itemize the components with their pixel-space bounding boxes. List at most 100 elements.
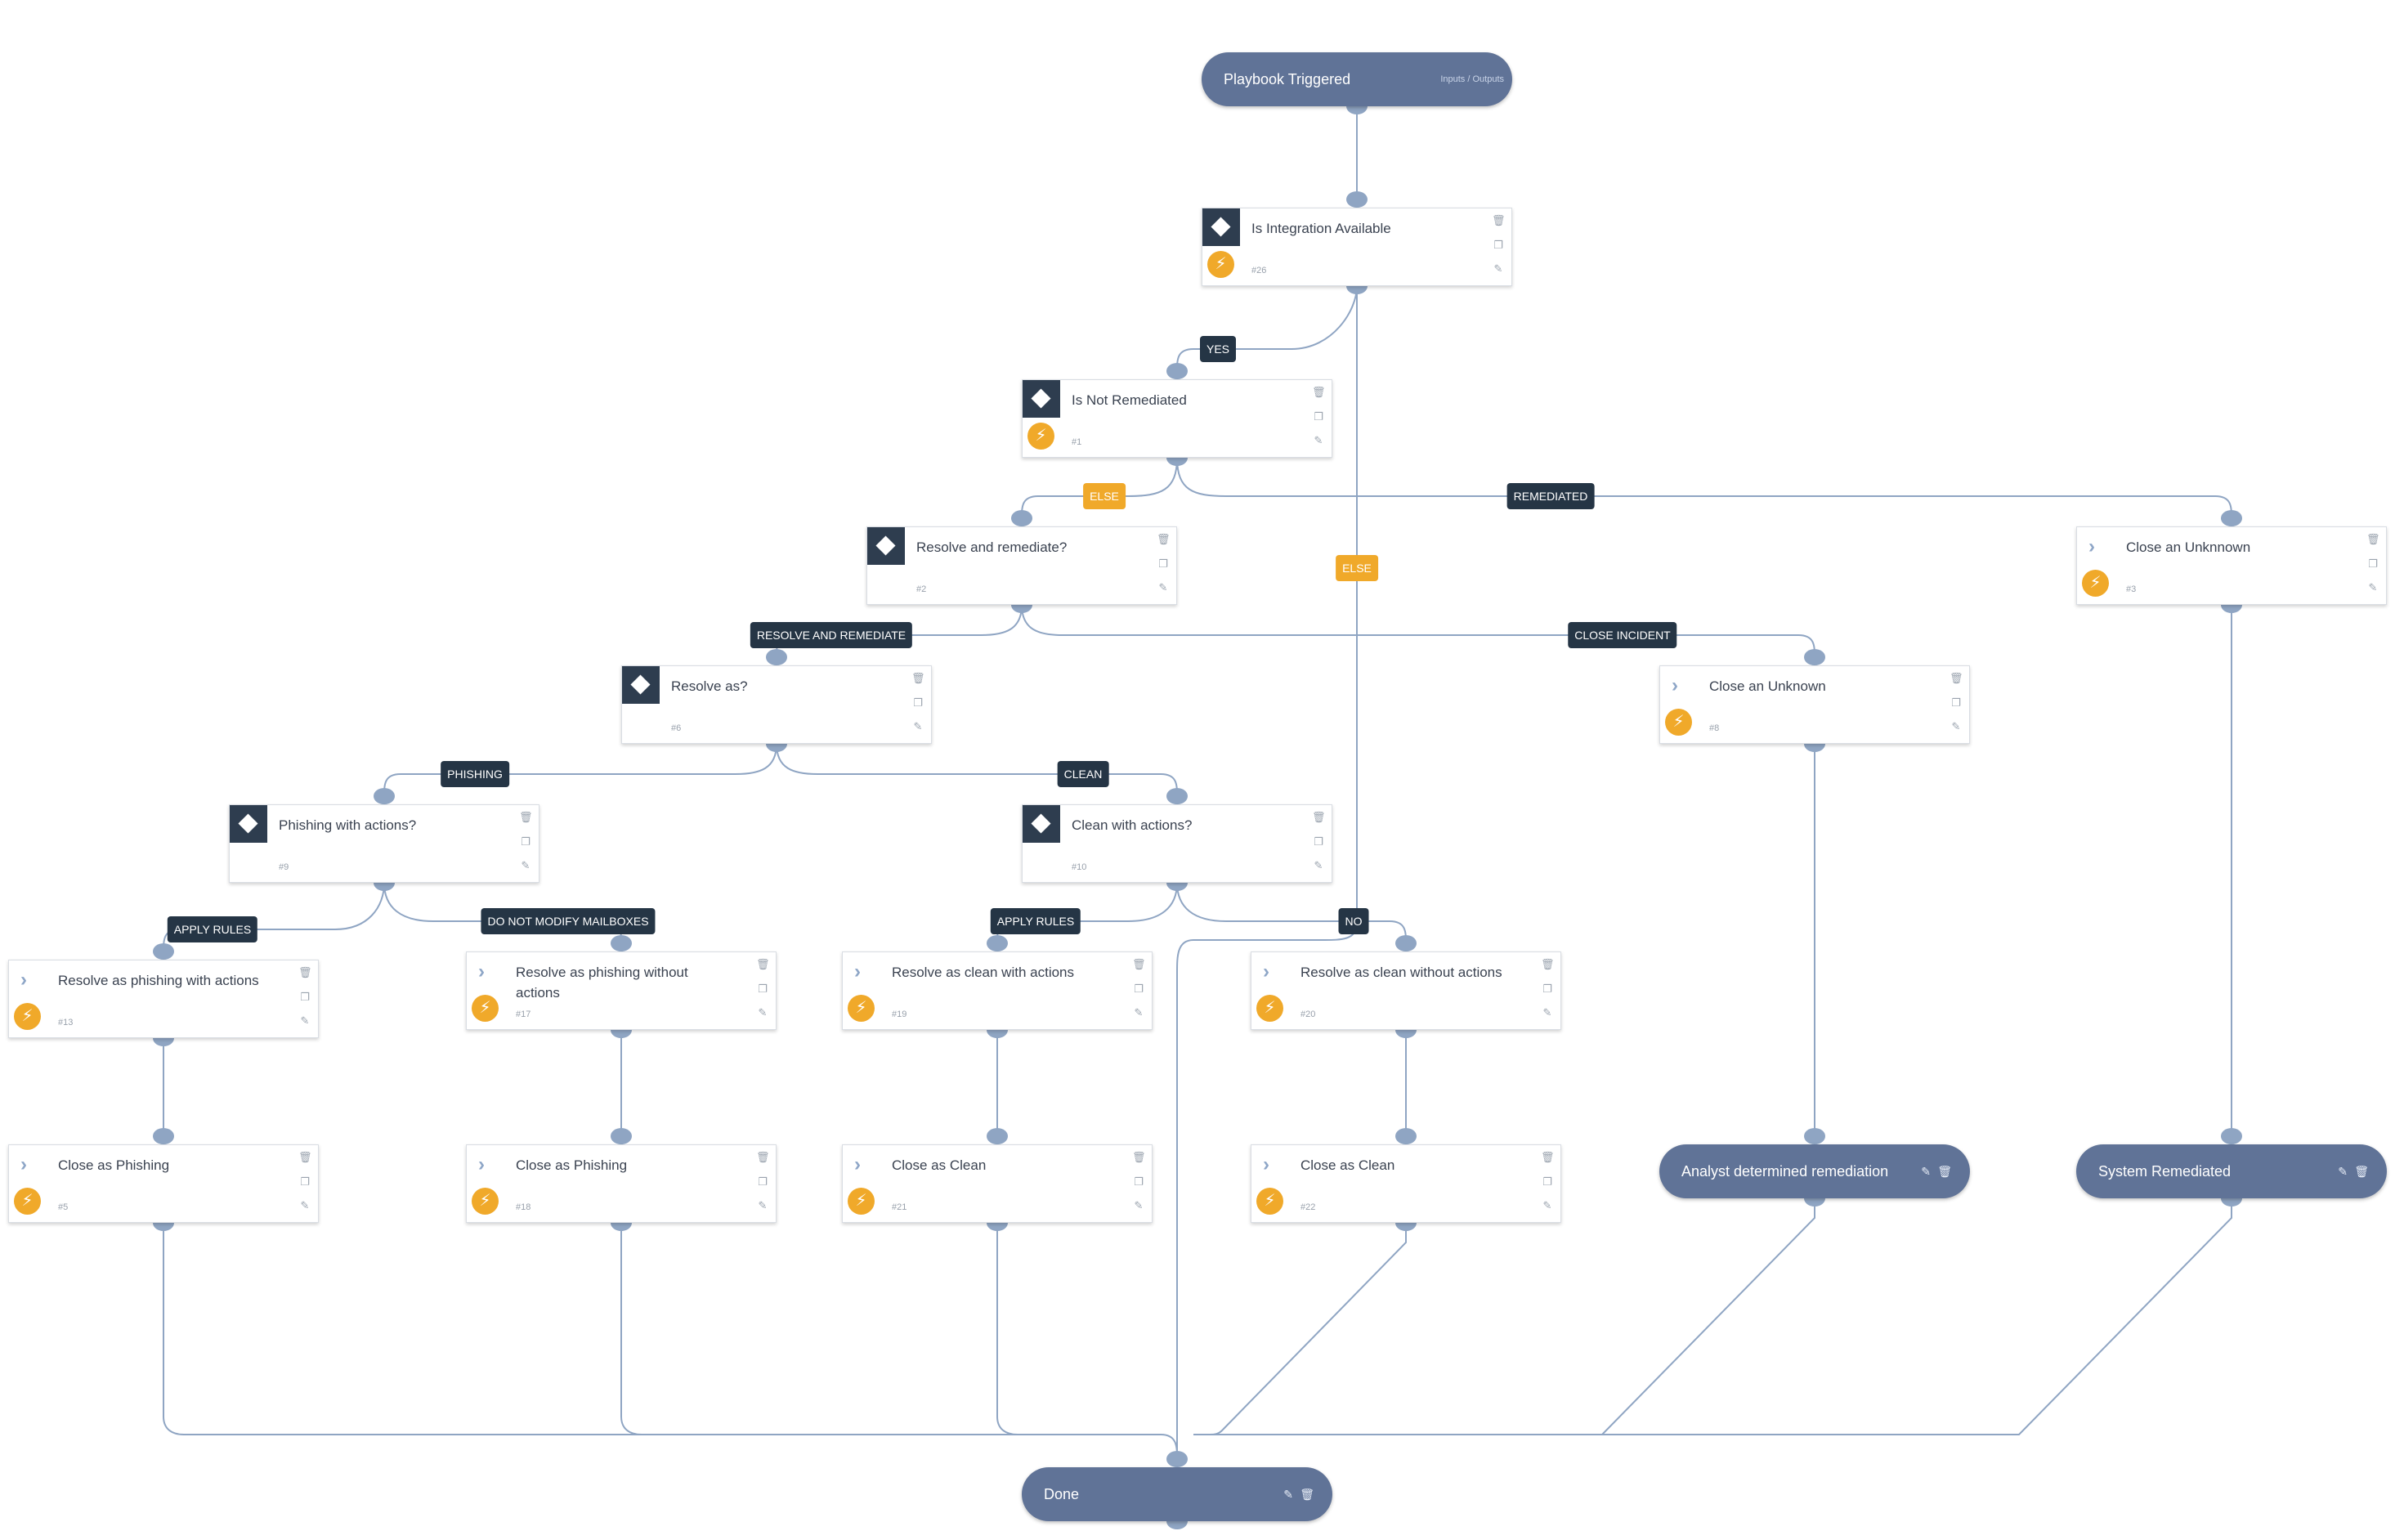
connection-port[interactable] [987,935,1008,951]
trash-icon[interactable]: 🗑 [1132,1151,1146,1163]
edit-icon[interactable]: ✎ [1283,1488,1293,1501]
trash-icon[interactable]: 🗑 [1950,672,1963,684]
task-resolve-as-phishing-with-actions[interactable]: ›⚡Resolve as phishing with actions#13🗑❐✎ [8,960,319,1038]
done-node[interactable]: Done ✎ 🗑 [1022,1467,1332,1521]
branch-label-close-incident[interactable]: CLOSE INCIDENT [1568,622,1677,648]
trash-icon[interactable]: 🗑 [1541,958,1555,970]
edit-icon[interactable]: ✎ [913,720,923,732]
task-close-as-phishing-5[interactable]: ›⚡Close as Phishing#5🗑❐✎ [8,1144,319,1223]
edit-icon[interactable]: ✎ [1134,1006,1144,1018]
system-remediated-node[interactable]: System Remediated ✎ 🗑 [2076,1144,2387,1198]
branch-label-else-integration[interactable]: ELSE [1336,555,1378,581]
task-close-as-clean-21[interactable]: ›⚡Close as Clean#21🗑❐✎ [842,1144,1153,1223]
inputs-outputs-link[interactable]: Inputs / Outputs [1440,74,1504,84]
branch-label-yes[interactable]: YES [1199,336,1237,362]
trash-icon[interactable]: 🗑 [2354,1165,2369,1178]
branch-label-apply-rules-clean[interactable]: APPLY RULES [990,908,1081,934]
trash-icon[interactable]: 🗑 [756,1151,770,1163]
trash-icon[interactable]: 🗑 [1312,386,1326,398]
copy-icon[interactable]: ❐ [1493,239,1503,251]
connection-port[interactable] [153,1128,174,1144]
edit-icon[interactable]: ✎ [300,1199,310,1211]
edit-icon[interactable]: ✎ [1158,581,1168,593]
trash-icon[interactable]: 🗑 [911,672,925,684]
copy-icon[interactable]: ❐ [1542,1175,1552,1188]
branch-label-else[interactable]: ELSE [1083,483,1126,509]
task-clean-with-actions[interactable]: Clean with actions?#10🗑❐✎ [1022,804,1332,883]
edit-icon[interactable]: ✎ [2368,581,2378,593]
edit-icon[interactable]: ✎ [521,859,530,871]
task-close-as-phishing-18[interactable]: ›⚡Close as Phishing#18🗑❐✎ [466,1144,777,1223]
copy-icon[interactable]: ❐ [300,991,310,1003]
copy-icon[interactable]: ❐ [1314,835,1323,848]
copy-icon[interactable]: ❐ [1158,557,1168,570]
connection-port[interactable] [1346,191,1368,208]
copy-icon[interactable]: ❐ [1134,983,1144,995]
copy-icon[interactable]: ❐ [1134,1175,1144,1188]
connection-port[interactable] [153,943,174,960]
playbook-triggered-node[interactable]: Playbook Triggered Inputs / Outputs [1202,52,1512,106]
task-resolve-as-clean-without-actions[interactable]: ›⚡Resolve as clean without actions#20🗑❐✎ [1251,951,1561,1030]
branch-label-clean[interactable]: CLEAN [1057,761,1109,787]
edit-icon[interactable]: ✎ [1493,262,1503,275]
edit-icon[interactable]: ✎ [1314,859,1323,871]
edit-icon[interactable]: ✎ [1542,1199,1552,1211]
branch-label-do-not-modify-mailboxes[interactable]: DO NOT MODIFY MAILBOXES [481,908,656,934]
copy-icon[interactable]: ❐ [1951,696,1961,709]
connection-port[interactable] [2221,1128,2242,1144]
connection-port[interactable] [1011,510,1032,526]
task-resolve-as-phishing-without-actions[interactable]: ›⚡Resolve as phishing without actions#17… [466,951,777,1030]
branch-label-resolve-and-remediate[interactable]: RESOLVE AND REMEDIATE [750,622,913,648]
connection-port[interactable] [611,935,632,951]
trash-icon[interactable]: 🗑 [1132,958,1146,970]
trash-icon[interactable]: 🗑 [519,811,533,823]
edit-icon[interactable]: ✎ [1951,720,1961,732]
connection-port[interactable] [374,788,395,804]
connection-port[interactable] [1166,1451,1188,1467]
copy-icon[interactable]: ❐ [2368,557,2378,570]
copy-icon[interactable]: ❐ [1314,410,1323,423]
connection-port[interactable] [2221,510,2242,526]
connection-port[interactable] [1395,1128,1417,1144]
edit-icon[interactable]: ✎ [758,1199,768,1211]
connection-port[interactable] [1804,1128,1825,1144]
task-close-as-clean-22[interactable]: ›⚡Close as Clean#22🗑❐✎ [1251,1144,1561,1223]
copy-icon[interactable]: ❐ [758,1175,768,1188]
edit-icon[interactable]: ✎ [1921,1165,1931,1178]
trash-icon[interactable]: 🗑 [1300,1488,1314,1501]
task-is-integration-available[interactable]: ⚡Is Integration Available#26🗑❐✎ [1202,208,1512,286]
branch-label-no[interactable]: NO [1338,908,1369,934]
edit-icon[interactable]: ✎ [1314,434,1323,446]
connection-port[interactable] [611,1128,632,1144]
edit-icon[interactable]: ✎ [1542,1006,1552,1018]
branch-label-remediated[interactable]: REMEDIATED [1506,483,1595,509]
trash-icon[interactable]: 🗑 [1312,811,1326,823]
connection-port[interactable] [1804,649,1825,665]
copy-icon[interactable]: ❐ [758,983,768,995]
task-resolve-as-clean-with-actions[interactable]: ›⚡Resolve as clean with actions#19🗑❐✎ [842,951,1153,1030]
task-close-an-unknnown[interactable]: ›⚡Close an Unknnown#3🗑❐✎ [2076,526,2387,605]
trash-icon[interactable]: 🗑 [1937,1165,1952,1178]
task-phishing-with-actions[interactable]: Phishing with actions?#9🗑❐✎ [229,804,539,883]
edit-icon[interactable]: ✎ [2338,1165,2348,1178]
task-resolve-as[interactable]: Resolve as?#6🗑❐✎ [621,665,932,744]
analyst-determined-remediation-node[interactable]: Analyst determined remediation ✎ 🗑 [1659,1144,1970,1198]
connection-port[interactable] [1166,363,1188,379]
task-close-an-unknown[interactable]: ›⚡Close an Unknown#8🗑❐✎ [1659,665,1970,744]
connection-port[interactable] [766,649,787,665]
copy-icon[interactable]: ❐ [521,835,530,848]
edit-icon[interactable]: ✎ [1134,1199,1144,1211]
trash-icon[interactable]: 🗑 [2366,533,2380,545]
trash-icon[interactable]: 🗑 [1157,533,1171,545]
connection-port[interactable] [1166,788,1188,804]
edit-icon[interactable]: ✎ [758,1006,768,1018]
connection-port[interactable] [1395,935,1417,951]
task-resolve-and-remediate[interactable]: Resolve and remediate?#2🗑❐✎ [866,526,1177,605]
trash-icon[interactable]: 🗑 [298,1151,312,1163]
copy-icon[interactable]: ❐ [1542,983,1552,995]
copy-icon[interactable]: ❐ [300,1175,310,1188]
branch-label-apply-rules-phishing[interactable]: APPLY RULES [167,916,258,942]
copy-icon[interactable]: ❐ [913,696,923,709]
trash-icon[interactable]: 🗑 [1492,214,1506,226]
